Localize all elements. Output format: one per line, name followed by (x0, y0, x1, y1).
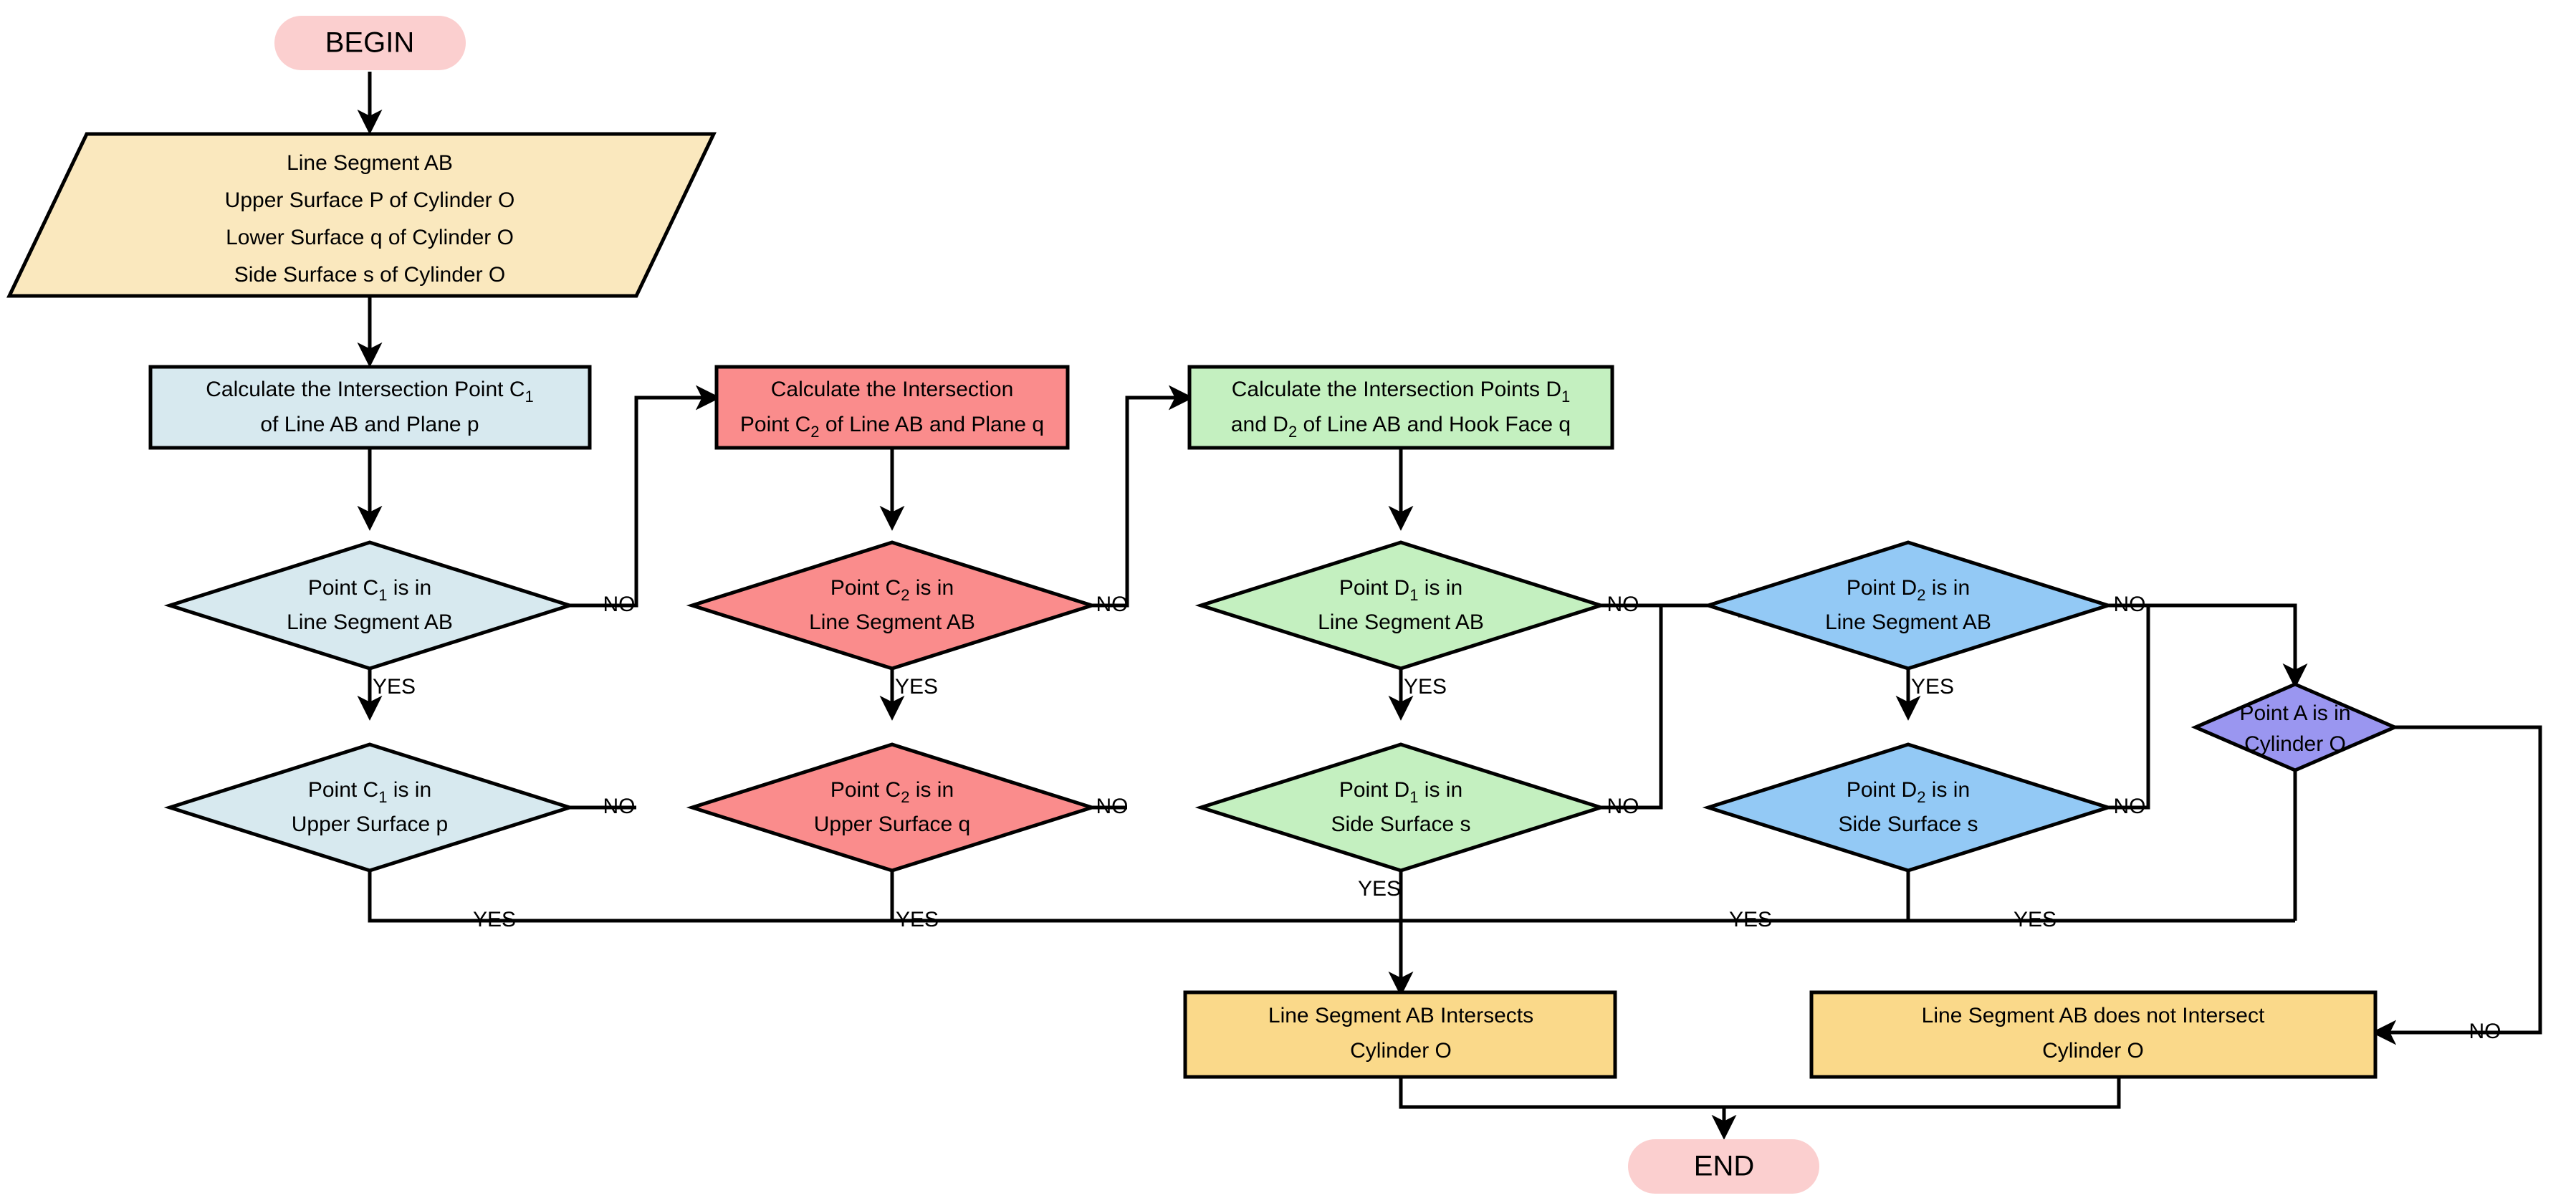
res-yes-line-1: Line Segment AB Intersects (1268, 1004, 1533, 1027)
proc-c2-line-1: Calculate the Intersection (771, 378, 1014, 401)
inputs-line-3: Lower Surface q of Cylinder O (226, 226, 514, 249)
proc-c1-line-2: of Line AB and Plane p (260, 413, 479, 436)
edge-dec-c2-seg-no (1092, 385, 1194, 608)
dec-c2-seg-line-2: Line Segment AB (809, 610, 975, 634)
edge-label-yes-c1-seg: YES (373, 675, 416, 699)
dec-c2-up-shape (686, 742, 1098, 873)
dec-c2-seg-line-1: Point C2 is in (830, 576, 954, 604)
dec-c1-seg-line-1: Point C1 is in (308, 576, 431, 604)
dec-c1-seg-line-2: Line Segment AB (287, 610, 453, 634)
edge-dec-c1-seg-no (570, 385, 721, 608)
res-no-shape (1809, 990, 2378, 1079)
node-proc-c1[interactable]: Calculate the Intersection Point C1 of L… (148, 365, 592, 450)
edge-res-no-to-end (1724, 1077, 2121, 1109)
proc-c1-line-1: Calculate the Intersection Point C1 (206, 378, 534, 406)
inputs-line-2: Upper Surface P of Cylinder O (225, 188, 515, 212)
dec-d2-seg-line-2: Line Segment AB (1825, 610, 1991, 634)
proc-c2-line-2: Point C2 of Line AB and Plane q (740, 413, 1044, 441)
dec-d1-seg-line-1: Point D1 is in (1339, 576, 1462, 604)
dec-d2-side-line-1: Point D2 is in (1847, 778, 1970, 806)
edge-label-yes-d1-side: YES (1358, 877, 1401, 901)
edge-label-no-c2-up: NO (1096, 795, 1129, 818)
edge-label-no-d1-seg: NO (1607, 593, 1639, 616)
node-dec-a-cyl[interactable]: Point A is in Cylinder O (2190, 682, 2400, 772)
node-dec-d1-seg[interactable]: Point D1 is in Line Segment AB (1194, 540, 1607, 671)
edge-label-yes-d2-seg: YES (1911, 675, 1954, 699)
node-dec-d2-seg[interactable]: Point D2 is in Line Segment AB (1702, 540, 2115, 671)
dec-d1-side-line-1: Point D1 is in (1339, 778, 1462, 806)
proc-d-line-1: Calculate the Intersection Points D1 (1232, 378, 1571, 406)
node-dec-d1-side[interactable]: Point D1 is in Side Surface s (1194, 742, 1607, 873)
edge-yes-rail (368, 860, 2295, 923)
dec-d2-side-line-2: Side Surface s (1838, 813, 1978, 836)
dec-a-cyl-line-1: Point A is in (2239, 701, 2350, 725)
dec-c1-up-line-2: Upper Surface p (292, 813, 448, 836)
proc-d-line-2: and D2 of Line AB and Hook Face q (1231, 413, 1571, 441)
res-yes-shape (1183, 990, 1617, 1079)
dec-d1-seg-line-2: Line Segment AB (1318, 610, 1484, 634)
node-dec-d2-side[interactable]: Point D2 is in Side Surface s (1702, 742, 2115, 873)
edge-label-yes-d2-side-left: YES (1729, 908, 1772, 931)
node-proc-c2[interactable]: Calculate the Intersection Point C2 of L… (714, 365, 1070, 450)
dec-c2-up-line-2: Upper Surface q (814, 813, 970, 836)
res-no-line-1: Line Segment AB does not Intersect (1922, 1004, 2265, 1027)
node-res-no[interactable]: Line Segment AB does not Intersect Cylin… (1809, 990, 2378, 1079)
dec-d1-side-shape (1194, 742, 1607, 873)
dec-a-cyl-line-2: Cylinder O (2244, 732, 2346, 756)
dec-c1-up-shape (163, 742, 576, 873)
edge-label-yes-d1-seg: YES (1404, 675, 1447, 699)
inputs-line-1: Line Segment AB (287, 151, 453, 175)
inputs-shape (6, 132, 717, 298)
edge-label-yes-c1-up: YES (473, 908, 516, 931)
node-begin[interactable]: BEGIN (274, 16, 466, 70)
edge-label-no-d2-seg: NO (2114, 593, 2146, 616)
res-yes-line-2: Cylinder O (1350, 1039, 1452, 1063)
edge-label-no-d2-side: NO (2114, 795, 2146, 818)
end-shape (1628, 1139, 1819, 1194)
node-res-yes[interactable]: Line Segment AB Intersects Cylinder O (1183, 990, 1617, 1079)
edge-label-yes-d2-side-right: YES (2014, 908, 2057, 931)
node-dec-c2-seg[interactable]: Point C2 is in Line Segment AB (686, 540, 1098, 671)
proc-c2-shape (714, 365, 1070, 450)
node-dec-c1-seg[interactable]: Point C1 is in Line Segment AB (163, 540, 576, 671)
edge-res-yes-to-end (1399, 1077, 1737, 1140)
node-dec-c2-up[interactable]: Point C2 is in Upper Surface q (686, 742, 1098, 873)
begin-label: BEGIN (325, 27, 414, 59)
proc-d-shape (1187, 365, 1614, 450)
edge-label-no-c1-up: NO (603, 795, 636, 818)
edge-label-no-dec-a: NO (2469, 1020, 2501, 1043)
node-inputs[interactable]: Line Segment AB Upper Surface P of Cylin… (6, 132, 717, 298)
dec-d2-seg-shape (1702, 540, 2115, 671)
dec-c1-up-line-1: Point C1 is in (308, 778, 431, 806)
edge-label-no-d1-side: NO (1607, 795, 1639, 818)
edge-dec-d1-side-no (1601, 605, 1663, 810)
node-proc-d[interactable]: Calculate the Intersection Points D1 and… (1187, 365, 1614, 450)
dec-d1-side-line-2: Side Surface s (1331, 813, 1470, 836)
begin-shape (274, 16, 466, 70)
edge-dec-d2-side-no (2108, 605, 2150, 810)
edge-label-no-c1-seg: NO (603, 593, 636, 616)
edge-dec-a-no-to-res-no (2371, 725, 2542, 1045)
node-end[interactable]: END (1628, 1139, 1819, 1194)
end-label: END (1694, 1151, 1754, 1182)
dec-a-cyl-shape (2190, 682, 2400, 772)
dec-d2-seg-line-1: Point D2 is in (1847, 576, 1970, 604)
edge-dec-d2-seg-no (2108, 603, 2308, 689)
proc-c1-shape (148, 365, 592, 450)
edge-label-yes-c2-seg: YES (895, 675, 938, 699)
node-dec-c1-up[interactable]: Point C1 is in Upper Surface p (163, 742, 576, 873)
res-no-line-2: Cylinder O (2042, 1039, 2144, 1063)
dec-c2-seg-shape (686, 540, 1098, 671)
edge-label-yes-c2-up: YES (896, 908, 939, 931)
dec-d1-seg-shape (1194, 540, 1607, 671)
inputs-line-4: Side Surface s of Cylinder O (234, 263, 506, 287)
dec-d2-side-shape (1702, 742, 2115, 873)
dec-c2-up-line-1: Point C2 is in (830, 778, 954, 806)
dec-c1-seg-shape (163, 540, 576, 671)
edge-label-no-c2-seg: NO (1096, 593, 1129, 616)
